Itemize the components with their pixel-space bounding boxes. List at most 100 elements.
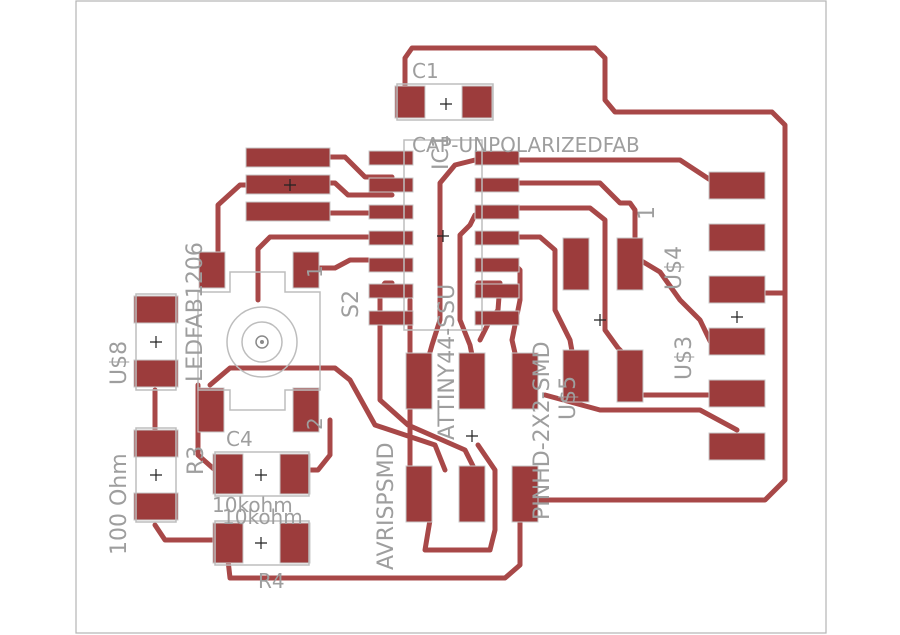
cross bbox=[731, 311, 743, 323]
pad bbox=[562, 349, 590, 403]
pad bbox=[279, 522, 311, 564]
s2-button-dot bbox=[260, 340, 264, 344]
pad bbox=[708, 171, 766, 200]
pad bbox=[279, 453, 311, 495]
pad bbox=[133, 295, 179, 324]
cross bbox=[284, 179, 296, 191]
pad bbox=[405, 465, 433, 523]
cross bbox=[594, 314, 606, 326]
pad bbox=[197, 387, 225, 433]
pad bbox=[458, 465, 486, 523]
trace bbox=[402, 45, 788, 503]
cross bbox=[150, 469, 162, 481]
pad bbox=[708, 327, 766, 356]
label-r4: R4 bbox=[258, 569, 285, 593]
s2-button-center bbox=[255, 335, 269, 349]
pad bbox=[292, 251, 320, 289]
cross bbox=[255, 469, 267, 481]
pad bbox=[474, 283, 520, 299]
pad bbox=[474, 257, 520, 273]
u8-outline bbox=[135, 293, 177, 391]
pad bbox=[368, 177, 414, 193]
ic1-outline bbox=[403, 139, 483, 331]
pad bbox=[708, 379, 766, 408]
pad bbox=[133, 492, 179, 521]
pad bbox=[245, 201, 331, 222]
trace bbox=[457, 212, 478, 373]
trace bbox=[152, 522, 218, 543]
pad bbox=[474, 230, 520, 246]
origin-crosses bbox=[150, 98, 743, 549]
label-10kohm: 10kohm bbox=[212, 493, 293, 517]
c1-outline bbox=[396, 83, 494, 121]
label-10kohm-b: 10kohm bbox=[222, 505, 303, 529]
pad bbox=[133, 359, 179, 388]
pad bbox=[394, 85, 426, 119]
cross bbox=[466, 430, 478, 442]
pad bbox=[708, 275, 766, 304]
pad bbox=[368, 230, 414, 246]
label-ic1: IC1 bbox=[429, 134, 454, 170]
trace bbox=[327, 154, 395, 180]
s2-button-circle bbox=[226, 306, 298, 378]
label-one-s2: 1 bbox=[303, 265, 327, 278]
pad bbox=[616, 237, 644, 291]
silkscreen-labels: C1 CAP-UNPOLARIZEDFAB IC1 ATTINY44-SSU P… bbox=[107, 59, 697, 593]
label-two-s2: 2 bbox=[303, 417, 327, 430]
trace bbox=[475, 157, 718, 186]
label-c4: C4 bbox=[226, 427, 253, 451]
pad bbox=[368, 283, 414, 299]
pad bbox=[474, 150, 520, 166]
label-r3: R3 bbox=[184, 446, 209, 475]
cross bbox=[255, 537, 267, 549]
pad bbox=[461, 85, 493, 119]
label-u8: U$8 bbox=[107, 341, 132, 385]
pad bbox=[708, 432, 766, 461]
board-outline bbox=[75, 0, 827, 634]
pad bbox=[474, 204, 520, 220]
pad bbox=[511, 465, 539, 523]
trace bbox=[422, 157, 478, 373]
trace bbox=[475, 234, 578, 371]
pad bbox=[198, 251, 226, 289]
r4-outline bbox=[214, 520, 310, 566]
trace bbox=[475, 280, 503, 343]
pad bbox=[562, 237, 590, 291]
pad bbox=[368, 257, 414, 273]
pad bbox=[133, 429, 179, 458]
cross bbox=[150, 336, 162, 348]
label-avrisp: AVRISPSMD bbox=[374, 442, 399, 570]
label-s2: S2 bbox=[339, 290, 364, 318]
pad bbox=[616, 349, 644, 403]
label-one-right: 1 bbox=[635, 206, 660, 220]
pad bbox=[245, 147, 331, 168]
label-ledfab: LEDFAB1206 bbox=[183, 242, 208, 382]
pads bbox=[133, 85, 766, 564]
label-c1: C1 bbox=[412, 59, 439, 83]
pad bbox=[458, 352, 486, 410]
label-pinhd: PINHD-2X2-SMD bbox=[530, 341, 555, 520]
r3-outline bbox=[135, 427, 177, 523]
label-u5: U$5 bbox=[556, 376, 581, 420]
label-cap-unpolarized: CAP-UNPOLARIZEDFAB bbox=[412, 133, 640, 157]
pad bbox=[368, 150, 414, 166]
pad bbox=[474, 177, 520, 193]
pad bbox=[212, 453, 244, 495]
c4-outline bbox=[214, 451, 310, 497]
label-attiny: ATTINY44-SSU bbox=[435, 284, 460, 440]
cross bbox=[440, 98, 452, 110]
silkscreen bbox=[135, 83, 494, 566]
label-u4: U$4 bbox=[662, 246, 687, 290]
cross bbox=[437, 230, 449, 242]
pad bbox=[708, 223, 766, 252]
pad bbox=[511, 352, 539, 410]
trace bbox=[255, 234, 395, 303]
pad bbox=[474, 310, 520, 326]
trace bbox=[225, 497, 523, 581]
trace bbox=[207, 365, 448, 473]
label-u3: U$3 bbox=[672, 336, 697, 380]
s2-outline bbox=[197, 271, 321, 411]
pad bbox=[368, 204, 414, 220]
s2-button-inner bbox=[241, 321, 283, 363]
